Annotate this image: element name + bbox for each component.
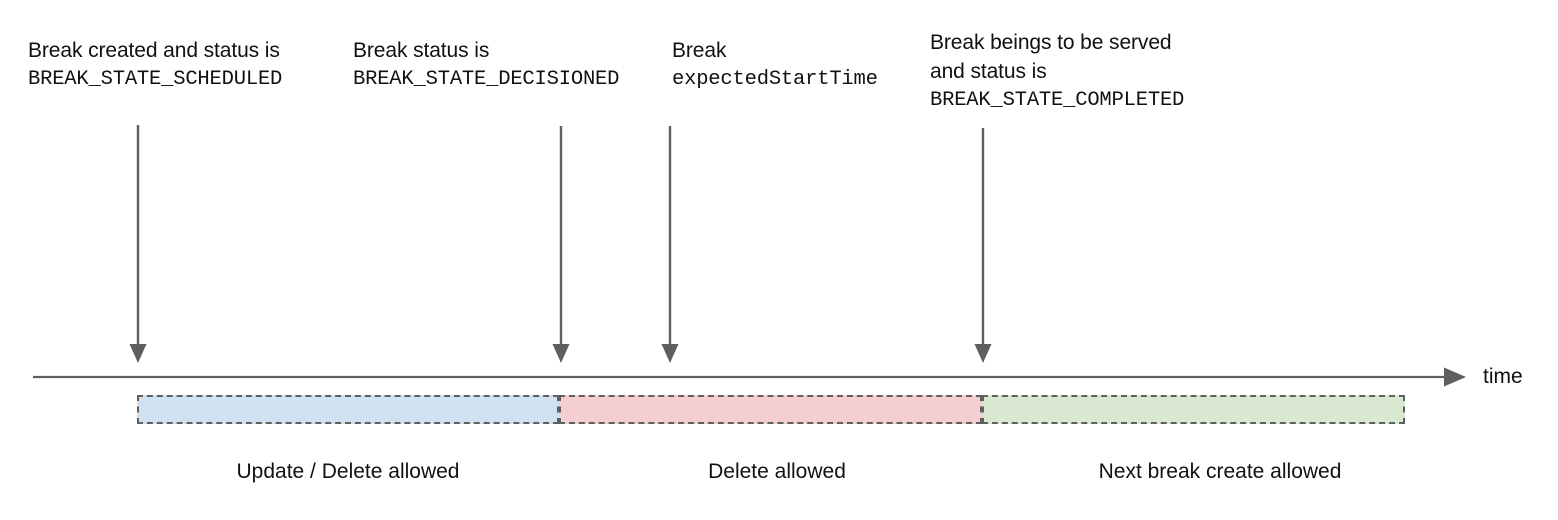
marker-arrow-down-icon — [661, 126, 679, 363]
marker-arrow-down-icon — [974, 128, 992, 363]
annotation-break-created: Break created and status is BREAK_STATE_… — [28, 36, 282, 94]
annotation-line-field-name: expectedStartTime — [672, 68, 878, 91]
annotation-break-expected-start-time: Break expectedStartTime — [672, 36, 878, 94]
annotation-line-state-constant: BREAK_STATE_DECISIONED — [353, 68, 620, 91]
marker-arrow-down-icon — [129, 125, 147, 363]
annotation-break-completed: Break beings to be served and status is … — [930, 28, 1184, 115]
annotation-line: Break created and status is — [28, 39, 280, 62]
phase-bar-next-break-create-allowed — [982, 395, 1405, 424]
annotation-line: and status is — [930, 60, 1047, 83]
marker-arrow-down-icon — [552, 126, 570, 363]
phase-bar-update-delete-allowed — [137, 395, 559, 424]
annotation-line: Break — [672, 39, 727, 62]
annotation-line-state-constant: BREAK_STATE_SCHEDULED — [28, 68, 283, 91]
annotation-break-decisioned: Break status is BREAK_STATE_DECISIONED — [353, 36, 619, 94]
phase-bar-delete-allowed — [559, 395, 982, 424]
time-axis-label: time — [1483, 365, 1523, 388]
time-axis-line — [33, 367, 1466, 387]
annotation-line-state-constant: BREAK_STATE_COMPLETED — [930, 89, 1185, 112]
phase-caption-next-break-create-allowed: Next break create allowed — [1098, 460, 1342, 483]
phase-caption-update-delete-allowed: Update / Delete allowed — [236, 460, 460, 483]
phase-caption-delete-allowed: Delete allowed — [708, 460, 846, 483]
annotation-line: Break status is — [353, 39, 490, 62]
annotation-line: Break beings to be served — [930, 31, 1172, 54]
